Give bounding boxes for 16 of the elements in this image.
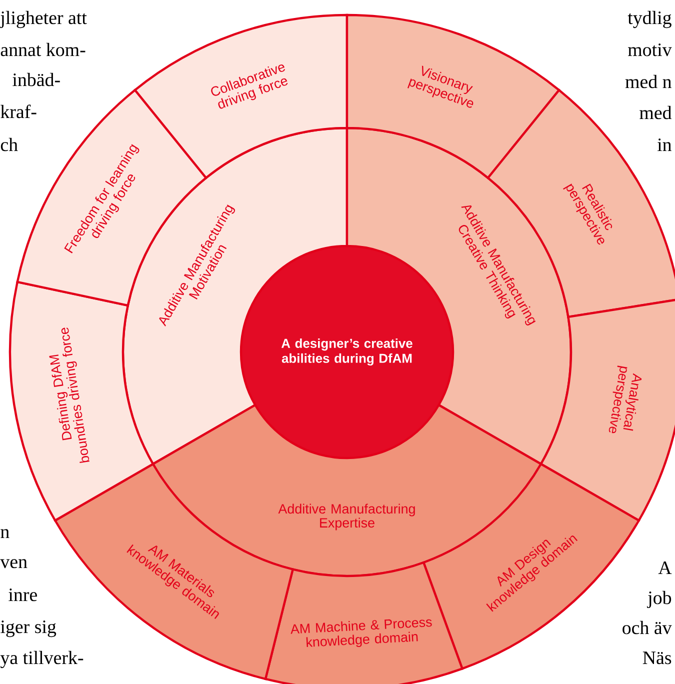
body-text-line: annat kom- [0, 42, 86, 56]
ring-segment: Analytical perspective [540, 298, 675, 522]
body-text-line: in [657, 138, 672, 151]
node-label: Analytical perspective [608, 366, 642, 434]
ring-segment: Defining DfAM boundries driving force [9, 280, 154, 522]
body-text-line: n [0, 529, 10, 538]
body-text-line: med [640, 106, 672, 120]
body-text-line: ven [0, 559, 28, 568]
body-text-line: inre [8, 588, 37, 602]
ring-segment: AM Machine & Process knowledge domain [264, 561, 464, 684]
body-text-line: ch [0, 138, 18, 152]
body-text-line: motiv [628, 43, 672, 56]
body-text-line: A [658, 562, 672, 574]
body-text-line: jligheter att [0, 10, 87, 28]
body-text-line: iger sig [0, 620, 56, 638]
body-text-line: tydlig [628, 10, 672, 28]
